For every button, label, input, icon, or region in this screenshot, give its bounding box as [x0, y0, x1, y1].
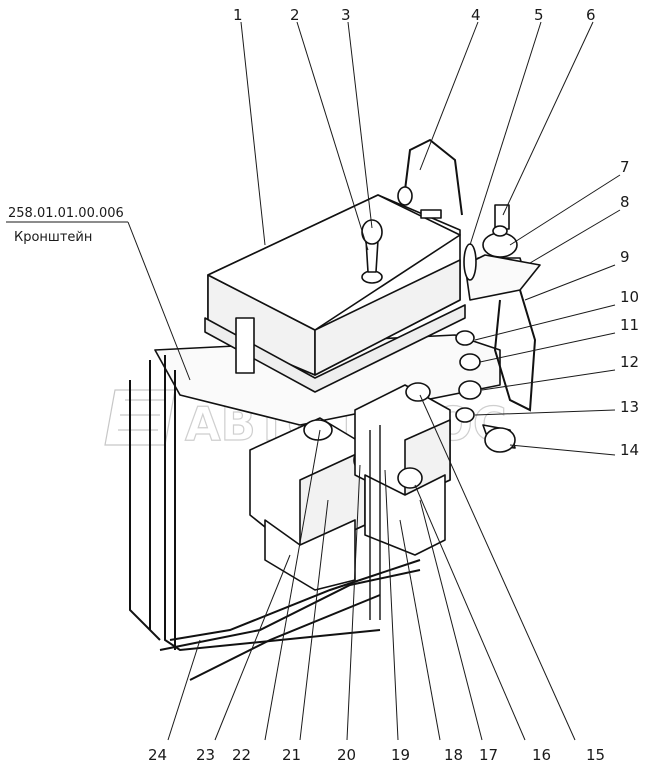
callout-19: 19: [391, 746, 410, 764]
callout-17: 17: [479, 746, 498, 764]
callout-leaders: [167, 21, 621, 741]
callout-12: 12: [620, 353, 639, 371]
callout-21: 21: [282, 746, 301, 764]
callout-15: 15: [586, 746, 605, 764]
callout-1: 1: [233, 6, 243, 24]
lower-wire: [169, 559, 421, 641]
washer-set: [455, 330, 482, 400]
callout-6: 6: [586, 6, 596, 24]
callout-8: 8: [620, 193, 630, 211]
part-number: 258.01.01.00.006: [8, 206, 124, 221]
lower-wire: [369, 425, 381, 620]
callout-5: 5: [534, 6, 544, 24]
relay-box: [204, 194, 466, 393]
callout-23: 23: [196, 746, 215, 764]
callout-16: 16: [532, 746, 551, 764]
part-leader: [127, 221, 191, 381]
wire-harness: [397, 138, 463, 219]
wire-loop: [493, 289, 537, 412]
callout-7: 7: [620, 158, 630, 176]
callout-9: 9: [620, 248, 630, 266]
lower-wire: [159, 569, 421, 651]
part-name: Кронштейн: [14, 230, 92, 245]
callout-10: 10: [620, 288, 639, 306]
callout-20: 20: [337, 746, 356, 764]
callout-11: 11: [620, 316, 639, 334]
screw: [361, 219, 383, 284]
callout-2: 2: [290, 6, 300, 24]
lower-wire: [189, 594, 381, 681]
callout-13: 13: [620, 398, 639, 416]
relay-right: [354, 382, 475, 556]
callout-4: 4: [471, 6, 481, 24]
callout-24: 24: [148, 746, 167, 764]
callout-14: 14: [620, 441, 639, 459]
relay-left: [249, 417, 367, 591]
callout-3: 3: [341, 6, 351, 24]
callout-22: 22: [232, 746, 251, 764]
switch: [463, 204, 541, 301]
callout-labels: 1 2 3 4 5 6 7 8 9 10 11 12 13 14 15 16 1…: [148, 6, 639, 764]
callout-18: 18: [444, 746, 463, 764]
mounting-screw: [482, 424, 516, 453]
